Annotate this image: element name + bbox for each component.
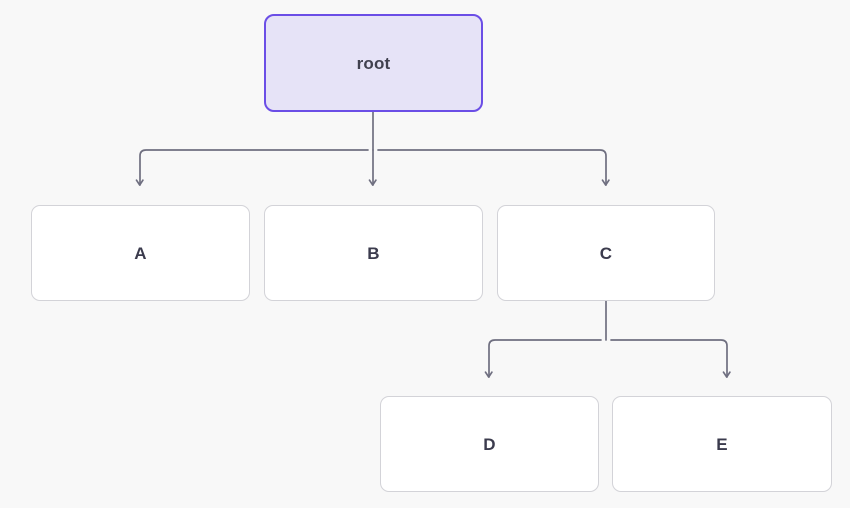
node-d-label: D [483,434,496,454]
node-d[interactable]: D [380,396,599,492]
edge-root-to-c [377,149,610,186]
edge-c-to-e [610,339,731,378]
edge-c-to-d [484,339,602,378]
edge-root-to-a [135,149,369,186]
node-root-label: root [356,53,391,73]
node-e-label: E [716,434,728,454]
node-a-label: A [134,243,147,263]
node-a[interactable]: A [31,205,250,301]
node-c[interactable]: C [497,205,715,301]
node-root[interactable]: root [264,14,483,112]
node-e[interactable]: E [612,396,832,492]
node-c-label: C [599,243,613,263]
node-b[interactable]: B [264,205,483,301]
node-b-label: B [367,243,380,263]
